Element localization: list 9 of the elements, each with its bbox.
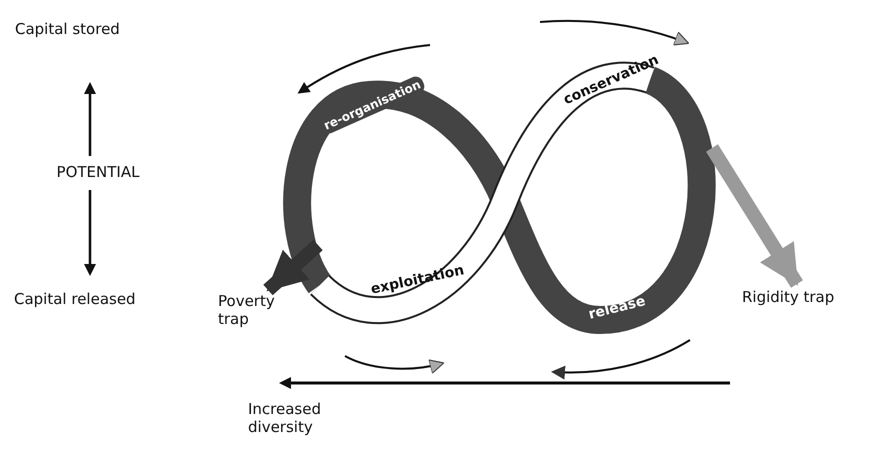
axis-label: POTENTIAL <box>56 163 140 181</box>
trap-label: Rigidity trap <box>742 288 852 306</box>
phase-label: release <box>586 293 648 323</box>
axis-label: Increased diversity <box>248 400 322 436</box>
axis-label: Capital released <box>14 290 137 308</box>
axis-label: Capital stored <box>15 20 121 38</box>
trap-label: Poverty trap <box>218 292 298 328</box>
trap-arrow <box>706 144 803 288</box>
trap-arrow <box>263 240 323 296</box>
